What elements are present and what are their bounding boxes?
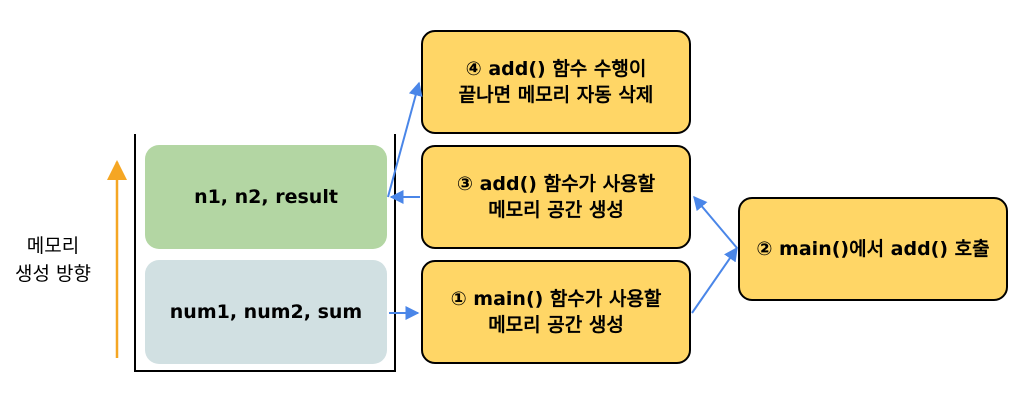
step1-line1: ① main() 함수가 사용할: [450, 288, 662, 310]
step3-note: ③ add() 함수가 사용할 메모리 공간 생성: [421, 145, 691, 249]
step4-line2: 끝나면 메모리 자동 삭제: [458, 84, 654, 106]
add-frame-vars: n1, n2, result: [194, 186, 338, 208]
stack-container: [134, 134, 396, 372]
step2-note: ② main()에서 add() 호출: [738, 197, 1008, 301]
step4-line1: ④ add() 함수 수행이: [465, 58, 647, 80]
memory-direction-line2: 생성 방향: [15, 263, 91, 285]
step2-line1: ② main()에서 add() 호출: [756, 238, 990, 260]
arrow-add-frame-to-step4: [387, 81, 423, 198]
step1-note: ① main() 함수가 사용할 메모리 공간 생성: [421, 260, 691, 364]
step3-line2: 메모리 공간 생성: [488, 199, 624, 221]
arrow-step2-to-step3: [693, 195, 738, 249]
main-frame-vars: num1, num2, sum: [169, 301, 363, 323]
step1-line2: 메모리 공간 생성: [488, 314, 624, 336]
step4-note: ④ add() 함수 수행이 끝나면 메모리 자동 삭제: [421, 30, 691, 134]
step3-line1: ③ add() 함수가 사용할: [456, 173, 656, 195]
memory-direction-label: 메모리 생성 방향: [0, 232, 106, 288]
add-stack-frame: n1, n2, result: [145, 145, 387, 249]
memory-direction-line1: 메모리: [26, 235, 80, 257]
arrow-step1-to-step2: [691, 246, 738, 314]
main-stack-frame: num1, num2, sum: [145, 260, 387, 364]
